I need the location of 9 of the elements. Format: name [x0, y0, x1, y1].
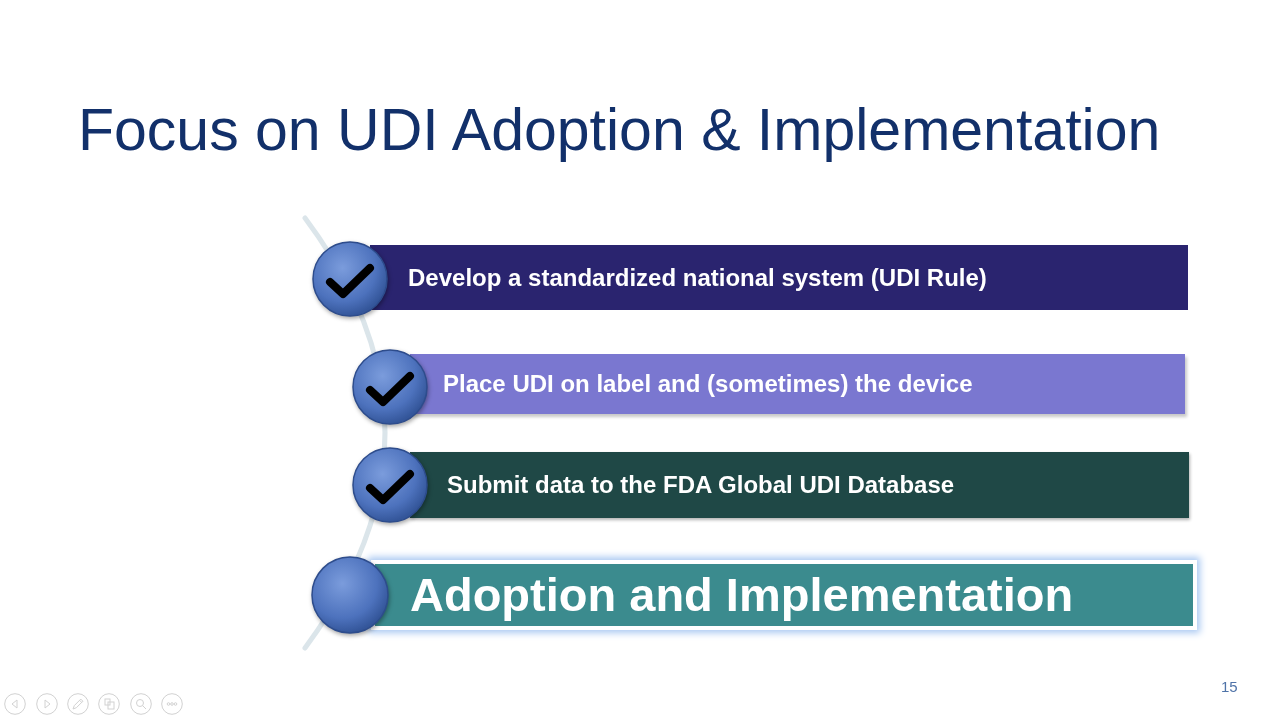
step-label: Develop a standardized national system (UDI Rule) [408, 263, 987, 292]
page-number: 15 [1221, 678, 1238, 695]
step-label: Submit data to the FDA Global UDI Database [447, 471, 955, 499]
step-bar [370, 245, 1188, 310]
step-bar [410, 452, 1189, 518]
step-label: Place UDI on label and (sometimes) the device [443, 370, 973, 398]
step-bar [410, 354, 1185, 414]
step-label: Adoption and Implementation [410, 567, 1074, 622]
slide-title: Focus on UDI Adoption & Implementation [78, 96, 1161, 165]
